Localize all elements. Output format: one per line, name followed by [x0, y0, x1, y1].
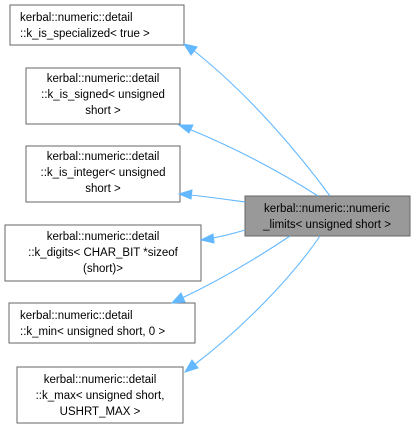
edge-to-k-max: [193, 235, 321, 366]
node-k-digits[interactable]: kerbal::numeric::detail ::k_digits< CHAR…: [4, 224, 202, 282]
node-label-line: ::k_is_signed< unsigned: [41, 89, 165, 101]
edge-arrowhead: [170, 292, 186, 304]
node-k-is-signed[interactable]: kerbal::numeric::detail ::k_is_signed< u…: [25, 67, 181, 125]
edge-arrowhead: [183, 359, 199, 373]
node-label-line: ::k_is_integer< unsigned: [41, 167, 166, 179]
node-label-line: short >: [85, 183, 121, 195]
edge-to-k-is-specialized: [192, 49, 331, 197]
node-label-line: kerbal::numeric::numeric: [264, 203, 390, 215]
node-label-line: ::k_is_specialized< true >: [20, 28, 150, 40]
node-label-line: kerbal::numeric::detail: [20, 12, 133, 24]
edge-to-k-is-integer: [189, 194, 246, 203]
edge-arrowhead: [177, 189, 193, 200]
node-k-is-specialized[interactable]: kerbal::numeric::detail ::k_is_specializ…: [9, 4, 185, 46]
node-label-line: kerbal::numeric::detail: [47, 73, 160, 85]
node-label-line: kerbal::numeric::detail: [47, 151, 160, 163]
node-k-is-integer[interactable]: kerbal::numeric::detail ::k_is_integer< …: [25, 145, 181, 203]
node-label-line: kerbal::numeric::detail: [20, 310, 133, 322]
node-label-line: ::k_min< unsigned short, 0 >: [20, 326, 165, 338]
node-k-max[interactable]: kerbal::numeric::detail ::k_max< unsigne…: [16, 366, 184, 424]
node-numeric-limits-focus[interactable]: kerbal::numeric::numeric _limits< unsign…: [244, 195, 411, 237]
edge-to-k-digits: [211, 229, 246, 239]
node-label-line: ::k_max< unsigned short,: [36, 390, 165, 402]
node-label-line: (short)>: [83, 263, 123, 275]
edge-to-k-min: [181, 235, 291, 299]
edge-arrowhead: [177, 124, 194, 134]
node-label-line: kerbal::numeric::detail: [47, 231, 160, 243]
node-label-line: kerbal::numeric::detail: [44, 374, 157, 386]
node-label-line: _limits< unsigned short >: [262, 219, 391, 231]
node-k-min[interactable]: kerbal::numeric::detail ::k_min< unsigne…: [8, 302, 196, 344]
node-label-line: short >: [85, 105, 121, 117]
node-label-line: ::k_digits< CHAR_BIT *sizeof: [28, 247, 178, 259]
edge-arrowhead: [199, 233, 215, 244]
inheritance-edges: [170, 43, 331, 373]
edge-arrowhead: [182, 43, 198, 56]
node-label-line: USHRT_MAX >: [60, 406, 141, 418]
edge-to-k-is-signed: [188, 128, 319, 197]
